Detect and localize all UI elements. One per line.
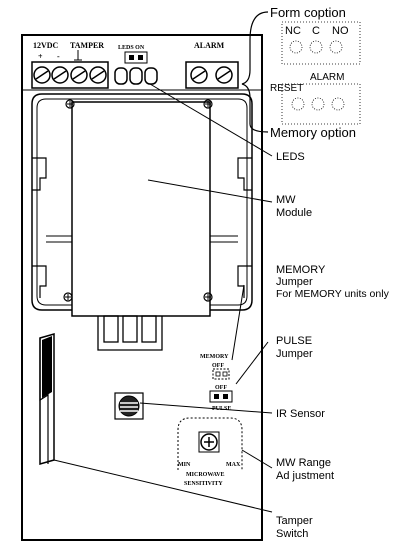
label-no: NO: [332, 25, 349, 37]
leds-on-jumper: [124, 51, 148, 64]
form-option-pins: [289, 40, 343, 54]
callout-leaders: [53, 83, 273, 513]
ir-sensor-icon: [114, 392, 144, 420]
label-pulse-off: OFF: [215, 385, 227, 391]
label-minus: -: [57, 52, 60, 61]
callout-range-line1: MW Range: [276, 457, 331, 469]
label-12vdc: 12VDC: [33, 41, 59, 50]
memory-option-box: [281, 83, 361, 125]
callout-leds: LEDS: [276, 151, 305, 163]
pulse-jumper: [209, 390, 233, 403]
enclosure-outline: [21, 34, 263, 541]
mw-module: [71, 101, 211, 317]
option-brace: [241, 11, 269, 133]
mounting-screw-icon: [63, 99, 213, 302]
label-tamper: TAMPER: [70, 41, 104, 50]
callout-tamper-line1: Tamper: [276, 515, 313, 527]
label-alarm-terminal: ALARM: [194, 41, 225, 50]
form-option-box: [281, 21, 361, 65]
callout-tamper-line2: Switch: [276, 528, 308, 540]
range-dial-arc: [177, 417, 243, 470]
callout-memory-line3: For MEMORY units only: [276, 288, 390, 300]
label-leds-on: LEDS ON: [118, 45, 145, 51]
callout-mw-line1: MW: [276, 194, 296, 206]
memory-option-pins: [291, 97, 345, 111]
callout-memory-line2: Jumper: [276, 276, 313, 288]
label-reset: RESET: [270, 83, 303, 94]
label-option-alarm: ALARM: [310, 72, 344, 83]
label-memory-jumper: MEMORY: [200, 354, 229, 360]
label-min: MIN: [178, 462, 191, 468]
tamper-switch: [39, 333, 55, 465]
label-memory-off: OFF: [212, 363, 224, 369]
label-nc: NC: [285, 25, 301, 37]
mounting-frame: [31, 93, 253, 311]
range-adjust-knob-icon: [198, 431, 220, 453]
callout-mw-line2: Module: [276, 207, 312, 219]
led-icon: [114, 67, 158, 85]
label-c: C: [312, 25, 320, 37]
form-option-title: Form coption: [270, 5, 346, 20]
callout-pulse-line1: PULSE: [276, 335, 312, 347]
label-plus: +: [38, 52, 43, 61]
power-tamper-terminal-block: [31, 61, 109, 89]
callout-pulse-line2: Jumper: [276, 348, 313, 360]
callout-ir-sensor: IR Sensor: [276, 408, 325, 420]
label-microwave: MICROWAVE: [186, 472, 225, 478]
memory-option-title: Memory option: [270, 125, 356, 140]
callout-memory-line1: MEMORY: [276, 264, 326, 276]
memory-jumper: [212, 368, 230, 380]
label-sensitivity: SENSITIVITY: [184, 481, 223, 487]
label-max: MAX: [226, 462, 241, 468]
terminal-screw-icon: [33, 66, 107, 84]
alarm-terminal-block: [185, 61, 239, 89]
callout-range-line2: Ad justment: [276, 470, 334, 482]
